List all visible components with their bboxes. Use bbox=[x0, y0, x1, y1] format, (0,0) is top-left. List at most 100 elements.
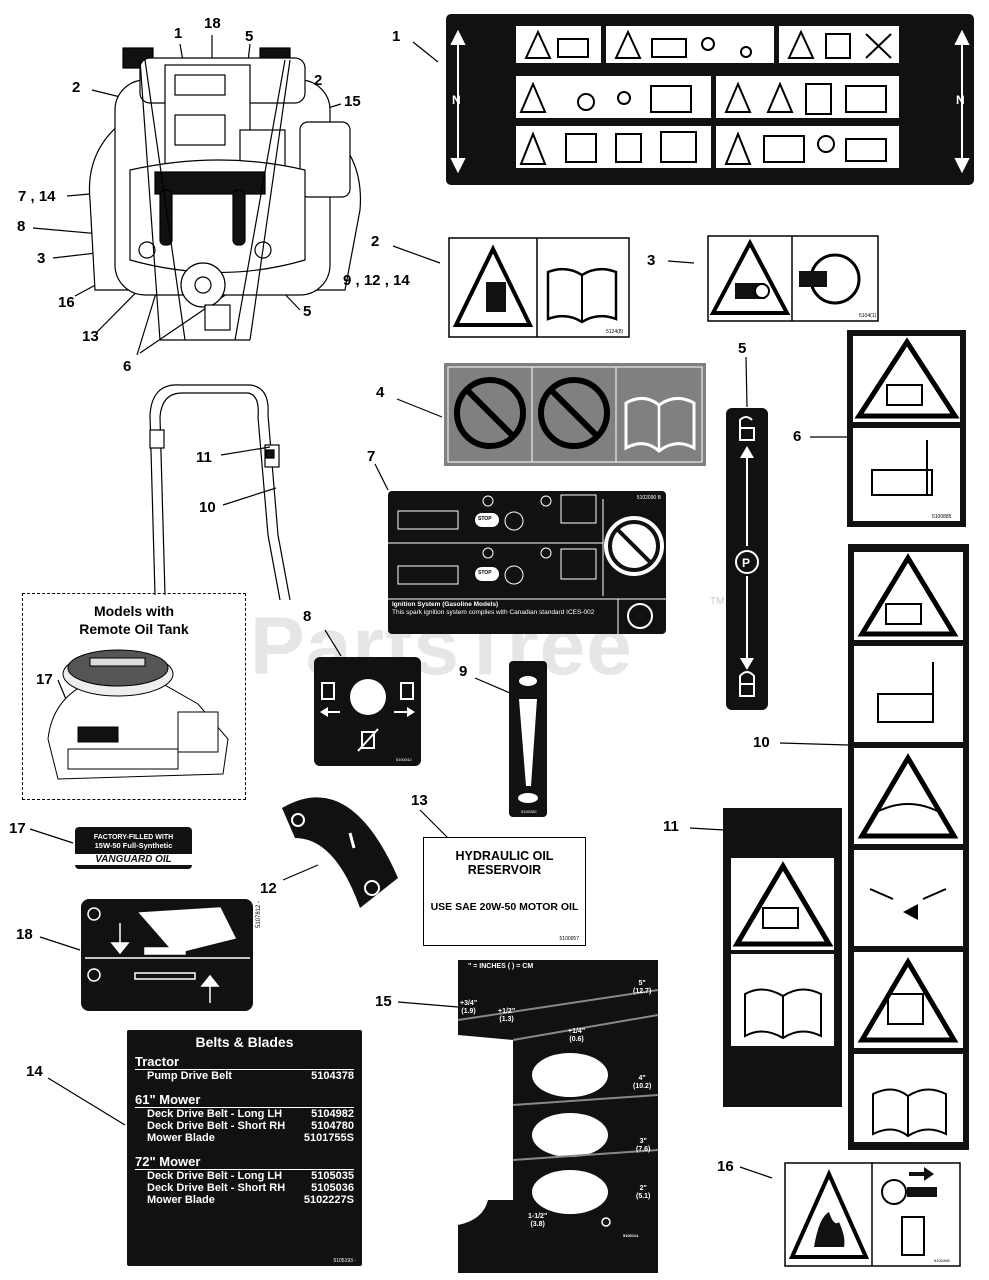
callout-1-machine: 1 bbox=[174, 25, 183, 42]
callout-11-handle: 11 bbox=[196, 449, 212, 466]
svg-text:P: P bbox=[742, 556, 750, 570]
callout-17-tank: 17 bbox=[36, 671, 53, 688]
decal-1-warning-panel: N N bbox=[446, 14, 974, 185]
decal-5-park-brake: P bbox=[726, 408, 768, 710]
callout-6-machine: 6 bbox=[123, 358, 132, 375]
part-number-2: 5124(8) bbox=[606, 329, 624, 335]
cut-label: 5"(12.7) bbox=[633, 980, 652, 995]
callout-3: 3 bbox=[647, 252, 656, 269]
decal-7-ignition: STOP STOP 5102090 B Ignition System (Gas… bbox=[388, 491, 666, 634]
belts-title: Belts & Blades bbox=[195, 1034, 294, 1050]
decal-2-crush-hazard: 5124(8) bbox=[448, 237, 630, 338]
cut-label: 4"(10.2) bbox=[633, 1075, 652, 1090]
handle-bar-illustration bbox=[149, 384, 291, 600]
callout-13-machine: 13 bbox=[82, 328, 99, 345]
svg-text:N: N bbox=[956, 93, 965, 107]
hydraulic-title: HYDRAULIC OIL RESERVOIR bbox=[455, 849, 554, 877]
decal-6-rollover: 5100885 bbox=[847, 330, 966, 527]
callout-13: 13 bbox=[411, 792, 428, 809]
decal-16-fire-hazard: 5100498 bbox=[784, 1162, 961, 1267]
callout-10: 10 bbox=[753, 734, 770, 751]
callout-16: 16 bbox=[717, 1158, 734, 1175]
decal-18-pedal: 5107812 - bbox=[81, 899, 262, 1011]
part-number-13: 5100957 bbox=[559, 936, 579, 942]
callout-10-handle: 10 bbox=[199, 499, 216, 516]
callout-18-machine: 18 bbox=[204, 15, 221, 32]
oil-label-line1: FACTORY-FILLED WITH bbox=[93, 834, 174, 841]
callout-15-machine: 15 bbox=[344, 93, 361, 110]
callout-2: 2 bbox=[371, 233, 380, 250]
ignition-pictograms bbox=[388, 494, 666, 634]
callout-2-machine-left: 2 bbox=[72, 79, 81, 96]
decal-8-fuel-selector: 5100342 bbox=[314, 657, 421, 766]
decal-11-bystander bbox=[723, 808, 842, 1107]
models-line1: Models with bbox=[93, 603, 175, 619]
callout-18: 18 bbox=[16, 926, 33, 943]
decal-4-no-spray bbox=[444, 363, 706, 466]
cut-height-legend: " = INCHES ( ) = CM bbox=[468, 963, 534, 970]
oil-tank-illustration bbox=[47, 649, 229, 780]
callout-17: 17 bbox=[9, 820, 26, 837]
callout-3-machine: 3 bbox=[37, 250, 46, 267]
callout-8-machine: 8 bbox=[17, 218, 26, 235]
part-number-18: 5107812 - bbox=[256, 901, 262, 928]
callout-7-14-machine: 7 , 14 bbox=[18, 188, 56, 205]
callout-5-machine-bottom: 5 bbox=[303, 303, 312, 320]
belts-section-tractor: Tractor bbox=[135, 1054, 354, 1070]
svg-text:N: N bbox=[452, 93, 461, 107]
part-number-9: 5100282 bbox=[521, 809, 537, 814]
callout-1: 1 bbox=[392, 28, 401, 45]
cut-label: 3"(7.6) bbox=[636, 1138, 651, 1153]
part-number-6: 5100885 bbox=[932, 514, 952, 520]
oil-label-brand: VANGUARD OIL bbox=[75, 854, 192, 865]
callout-7: 7 bbox=[367, 448, 376, 465]
part-number-8: 5100342 bbox=[396, 757, 412, 762]
callout-5-machine-top: 5 bbox=[245, 28, 254, 45]
cut-label: +1/4"(0.6) bbox=[568, 1028, 586, 1043]
callout-12: 12 bbox=[260, 880, 277, 897]
ignition-title: Ignition System (Gasoline Models) bbox=[392, 601, 499, 608]
decal-13-hydraulic-reservoir: HYDRAULIC OIL RESERVOIR USE SAE 20W-50 M… bbox=[423, 837, 586, 946]
belts-section-72: 72" Mower bbox=[135, 1154, 354, 1170]
cut-label: +1/2"(1.3) bbox=[498, 1008, 516, 1023]
cut-label: 1-1/2"(3.8) bbox=[528, 1213, 548, 1228]
callout-8: 8 bbox=[303, 608, 312, 625]
decal-9-throttle: 5100282 bbox=[509, 661, 547, 817]
cut-height-shape bbox=[457, 960, 659, 1273]
callout-14: 14 bbox=[26, 1063, 43, 1080]
callout-15: 15 bbox=[375, 993, 392, 1010]
part-number-14: 5105193 - bbox=[333, 1258, 356, 1264]
decal-3-entanglement: 5104(1) bbox=[707, 235, 879, 322]
part-number-3: 5104(1) bbox=[859, 313, 877, 319]
belts-section-61: 61" Mower bbox=[135, 1092, 354, 1108]
callout-4: 4 bbox=[376, 384, 385, 401]
decal-15-cut-height: " = INCHES ( ) = CM +3/4"(1.9) +1/2"(1.3… bbox=[457, 960, 659, 1273]
oil-label-line2: 15W-50 Full-Synthetic bbox=[94, 841, 173, 850]
callout-16-machine: 16 bbox=[58, 294, 75, 311]
hydraulic-text: USE SAE 20W-50 MOTOR OIL bbox=[430, 901, 579, 913]
callout-11: 11 bbox=[663, 818, 679, 835]
decal-10-safety-strip bbox=[848, 544, 969, 1150]
callout-9-12-14-machine: 9 , 12 , 14 bbox=[343, 272, 410, 289]
part-number-15: 5100114 bbox=[623, 1233, 639, 1238]
decal-17-oil-label: FACTORY-FILLED WITH 15W-50 Full-Syntheti… bbox=[75, 827, 192, 869]
mower-top-view bbox=[88, 47, 362, 341]
callout-5: 5 bbox=[738, 340, 747, 357]
stop-label-2: STOP bbox=[478, 570, 492, 576]
remote-oil-tank-box: Models with Remote Oil Tank bbox=[22, 593, 246, 800]
decal-12-pto bbox=[282, 797, 398, 908]
callout-2-machine-right: 2 bbox=[314, 72, 323, 89]
callout-6: 6 bbox=[793, 428, 802, 445]
stop-label-1: STOP bbox=[478, 516, 492, 522]
part-number-7: 5102090 B bbox=[636, 495, 661, 501]
models-line2: Remote Oil Tank bbox=[79, 621, 189, 637]
trademark-mark: TM bbox=[710, 596, 725, 607]
